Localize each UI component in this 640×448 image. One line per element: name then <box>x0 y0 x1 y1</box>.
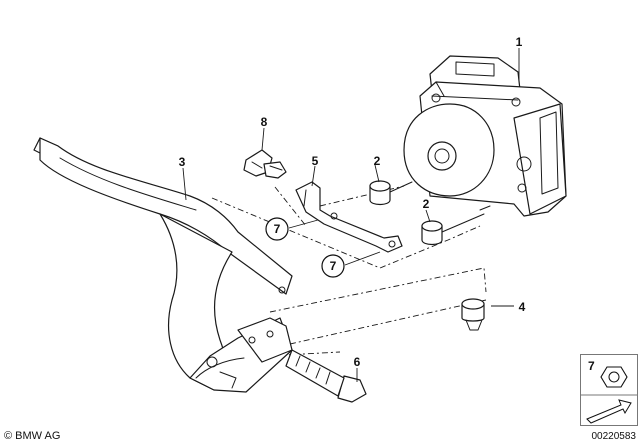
label-rubber-mount-upper: 2 <box>374 154 381 168</box>
label-nut-b: 7 <box>330 259 337 273</box>
label-mount-cap: 4 <box>519 300 526 314</box>
document-number: 00220583 <box>591 431 637 442</box>
label-nut-a: 7 <box>274 222 281 236</box>
bracket-part-3 <box>33 137 293 393</box>
leader-lines <box>182 48 520 382</box>
label-support-plate: 5 <box>312 154 319 168</box>
support-plate-part-5 <box>295 181 403 253</box>
label-rubber-mount-lower: 2 <box>423 197 430 211</box>
nut-icon <box>581 366 637 396</box>
label-clip: 8 <box>261 115 268 129</box>
copyright: © BMW AG <box>4 430 61 442</box>
abs-unit-part-1 <box>403 55 567 217</box>
nut-callout-a <box>265 217 289 241</box>
nut-callout-b <box>321 254 345 278</box>
rubber-mount-upper <box>369 180 413 206</box>
label-bracket: 3 <box>179 155 186 169</box>
rubber-mount-lower <box>421 213 485 246</box>
legend-number: 7 <box>588 359 595 373</box>
label-abs-unit: 1 <box>516 35 523 49</box>
legend-nut: 7 <box>580 354 638 426</box>
label-bolt: 6 <box>354 355 361 369</box>
mount-cap-part-4 <box>461 298 485 331</box>
clip-part-8 <box>243 149 287 179</box>
view-arrow-icon <box>586 399 632 424</box>
